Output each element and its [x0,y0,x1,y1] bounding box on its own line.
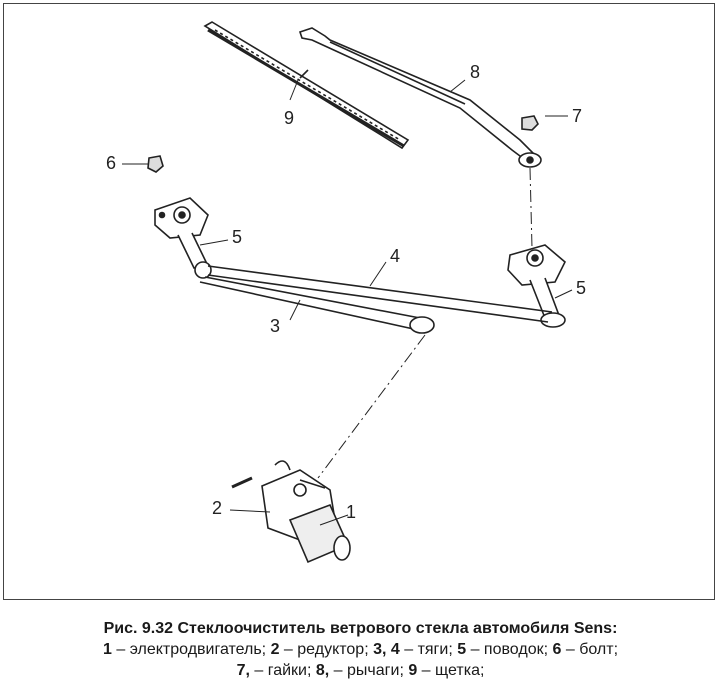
legend-text: тяги; [417,641,458,658]
left-pivot [154,197,212,279]
legend-num: 8, [315,662,330,679]
callout-4: 4 [390,246,401,266]
callout-3: 3 [270,316,281,336]
wiper-arm [298,27,542,168]
legend-text: рычаги; [347,662,409,679]
legend-num: 5 [457,641,467,658]
callout-9: 9 [284,108,295,128]
link-rod-3 [199,276,421,331]
callout-6: 6 [106,153,117,173]
center-line [317,167,533,479]
legend-text: электродвигатель; [129,641,271,658]
motor [231,460,351,564]
legend-sep: – [279,641,298,658]
callout-2: 2 [212,498,223,518]
legend-text: гайки; [267,662,316,679]
callout-5-right: 5 [576,278,587,298]
legend-text: щетка; [435,662,485,679]
legend-text: поводок; [483,641,553,658]
caption-line-1: 1 – электродвигатель; 2 – редуктор; 3, 4… [0,639,721,660]
legend-sep: – [111,641,130,658]
link-rod-4 [207,265,553,323]
legend-text: болт; [579,641,619,658]
legend-num: 2 [270,641,280,658]
legend-num: 9 [408,662,418,679]
callout-1: 1 [346,502,357,522]
legend-num: 1 [102,641,112,658]
right-pivot [507,244,566,328]
legend-sep: – [417,662,436,679]
callout-8: 8 [470,62,481,82]
legend-text: редуктор; [297,641,374,658]
legend-sep: – [466,641,484,658]
callout-5-left: 5 [232,227,243,247]
diagram-frame [3,3,715,600]
legend-sep: – [329,662,348,679]
link-joint [409,316,435,334]
legend-num: 7, [236,662,250,679]
caption-line-2: 7, – гайки; 8, – рычаги; 9 – щетка; [0,660,721,681]
bolt [147,155,164,173]
wiper-diagram [122,21,573,564]
wiper-blade [203,21,410,150]
caption-title: Рис. 9.32 Стеклоочиститель ветрового сте… [103,620,618,637]
figure-caption: Рис. 9.32 Стеклоочиститель ветрового сте… [0,618,721,681]
legend-sep: – [561,641,580,658]
legend-sep: – [399,641,418,658]
legend-num: 6 [552,641,562,658]
leader-lines [122,79,573,526]
callout-7: 7 [572,106,583,126]
legend-sep: – [249,662,268,679]
nut [521,115,539,131]
legend-num: 3, 4 [373,641,400,658]
